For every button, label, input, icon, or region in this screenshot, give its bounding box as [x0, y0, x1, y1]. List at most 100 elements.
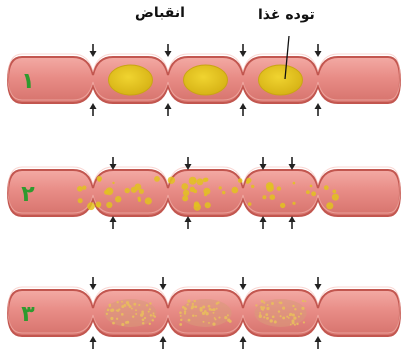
chyme-particle	[294, 324, 296, 326]
contraction-arrowhead-top	[240, 284, 247, 290]
chyme-particle	[279, 302, 281, 304]
food-particle	[324, 185, 329, 190]
chyme-particle	[118, 308, 120, 310]
food-particle	[182, 195, 188, 201]
chyme-particle	[302, 300, 304, 302]
food-particle	[332, 190, 336, 194]
contraction-arrowhead-top	[90, 51, 97, 57]
chyme-particle	[135, 313, 137, 315]
food-lump	[109, 65, 153, 95]
chyme-particle	[191, 305, 194, 308]
chyme-particle	[182, 306, 185, 309]
chyme-particle	[263, 302, 265, 304]
chyme-particle	[135, 309, 137, 311]
contraction-arrowhead-bottom	[90, 103, 97, 109]
food-particle	[222, 191, 225, 194]
chyme-particle	[110, 317, 113, 320]
chyme-particle	[188, 319, 191, 322]
chyme-particle	[152, 314, 154, 316]
contraction-arrowhead-bottom	[315, 336, 322, 342]
chyme-mass	[180, 299, 232, 327]
contraction-arrowhead-bottom	[165, 103, 172, 109]
food-particle	[98, 178, 101, 181]
contraction-arrowhead-top	[90, 284, 97, 290]
chyme-particle	[208, 322, 210, 324]
chyme-particle	[116, 318, 118, 320]
chyme-particle	[286, 316, 288, 318]
chyme-particle	[138, 304, 140, 306]
food-particle	[97, 204, 101, 208]
food-particle	[135, 184, 142, 191]
food-particle	[87, 202, 95, 210]
chyme-particle	[282, 316, 285, 319]
food-particle	[238, 178, 243, 183]
intestine-tube-2: ۲	[8, 157, 400, 229]
food-particle	[251, 185, 254, 188]
food-particle	[277, 186, 281, 190]
food-particle	[183, 190, 189, 196]
chyme-particle	[289, 314, 291, 316]
contraction-arrowhead-top	[160, 284, 167, 290]
food-particle	[106, 202, 112, 208]
chyme-particle	[121, 301, 123, 303]
chyme-particle	[107, 309, 110, 312]
food-particle	[266, 184, 274, 192]
food-particle	[197, 178, 204, 185]
chyme-particle	[212, 323, 215, 326]
chyme-particle	[296, 323, 298, 325]
contraction-arrowhead-bottom	[240, 336, 247, 342]
chyme-particle	[192, 315, 194, 317]
food-particle	[280, 203, 285, 208]
chyme-particle	[280, 315, 282, 317]
food-particle	[115, 196, 121, 202]
food-particle	[332, 194, 339, 201]
chyme-particle	[293, 317, 296, 320]
food-particle	[168, 177, 175, 184]
chyme-particle	[180, 319, 182, 321]
chyme-particle	[152, 319, 154, 321]
food-particle	[145, 197, 152, 204]
food-particle	[181, 183, 188, 190]
food-particle	[248, 202, 252, 206]
chyme-particle	[204, 310, 207, 313]
chyme-particle	[292, 321, 295, 324]
chyme-particle	[146, 304, 148, 306]
chyme-particle	[106, 313, 108, 315]
chyme-particle	[272, 315, 275, 318]
chyme-particle	[116, 309, 118, 311]
chyme-particle	[184, 312, 186, 314]
chyme-particle	[133, 303, 136, 306]
food-particle	[219, 186, 222, 189]
chyme-particle	[213, 312, 215, 314]
chyme-particle	[187, 303, 189, 305]
chyme-particle	[153, 312, 155, 314]
food-particle	[112, 182, 114, 184]
intestine-tube-1: ۱	[8, 44, 400, 116]
contraction-label: انقباض	[135, 5, 185, 21]
chyme-particle	[263, 316, 265, 318]
chyme-particle	[290, 324, 292, 326]
chyme-particle	[149, 323, 151, 325]
contraction-arrowhead-top	[240, 51, 247, 57]
chyme-particle	[261, 300, 264, 303]
chyme-particle	[141, 312, 144, 315]
chyme-particle	[278, 310, 280, 312]
contraction-arrowhead-bottom	[315, 103, 322, 109]
chyme-particle	[265, 313, 268, 316]
food-particle	[78, 198, 83, 203]
food-particle	[203, 188, 210, 195]
chyme-particle	[148, 311, 150, 313]
chyme-particle	[192, 303, 194, 305]
chyme-particle	[259, 315, 262, 318]
chyme-particle	[224, 316, 227, 319]
food-particle	[77, 186, 83, 192]
food-particle	[232, 187, 239, 194]
chyme-particle	[202, 305, 205, 308]
food-particle	[125, 188, 130, 193]
food-particle	[311, 191, 316, 196]
chyme-particle	[282, 307, 285, 310]
food-particle	[194, 203, 201, 210]
food-lump	[259, 65, 303, 95]
food-particle	[306, 190, 310, 194]
chyme-particle	[217, 301, 219, 303]
